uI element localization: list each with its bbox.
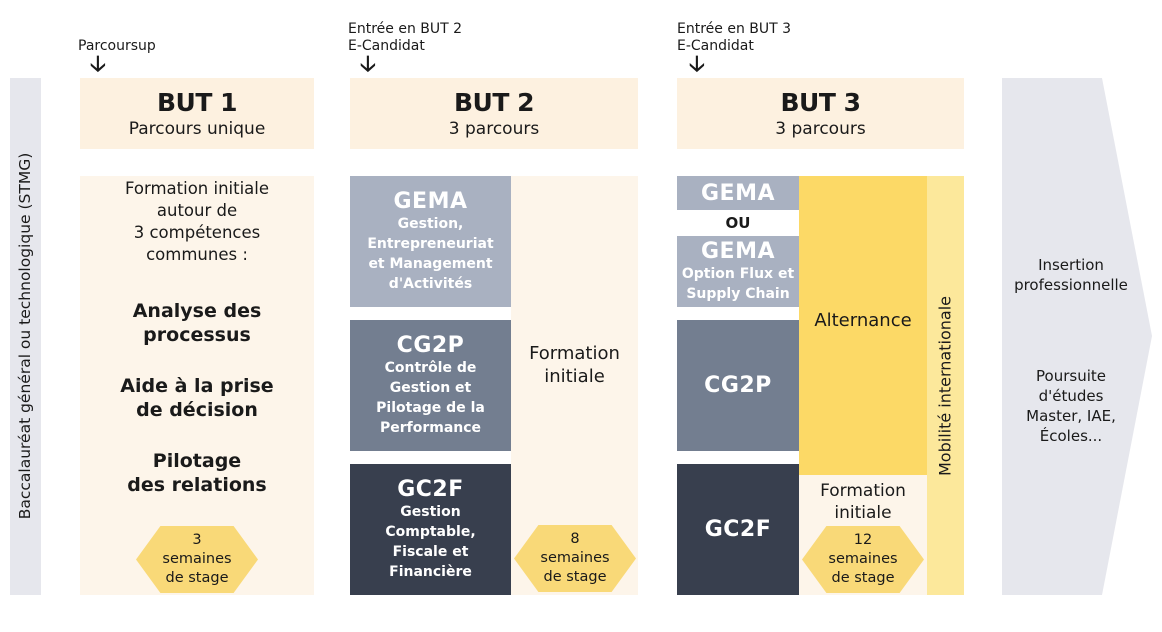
track-title: GEMA — [393, 189, 468, 214]
entry-but3: Entrée en BUT 3 E-Candidat 🡣 — [677, 21, 792, 77]
but1-header: BUT 1 Parcours unique — [80, 78, 314, 149]
down-arrow-icon: 🡣 — [689, 52, 705, 77]
but3-header: BUT 3 3 parcours — [677, 78, 964, 149]
outcome-line: Master, IAE, — [1026, 407, 1116, 425]
down-arrow-icon: 🡣 — [90, 52, 106, 77]
track-desc: Gestion et — [389, 380, 472, 396]
but2-subtitle: 3 parcours — [448, 119, 540, 139]
outcome-arrow-shape — [1002, 78, 1152, 595]
skill-line: Aide à la prise — [120, 375, 274, 397]
outcome-line: Écoles... — [1039, 427, 1103, 445]
formation-line: initiale — [544, 366, 605, 387]
but1-title: BUT 1 — [156, 88, 238, 117]
track-desc: Financière — [389, 564, 472, 580]
stage-line: de stage — [831, 570, 895, 586]
but2-formation-label: Formation initiale — [511, 342, 638, 388]
but2-header: BUT 2 3 parcours — [350, 78, 638, 149]
skill-line: des relations — [127, 474, 267, 496]
but3-alternance: Alternance — [799, 176, 927, 475]
but1-intro-line: 3 compétences — [133, 223, 261, 242]
but2-track-gema: GEMA Gestion, Entrepreneuriat et Managem… — [350, 176, 511, 307]
but1-intro-line: autour de — [156, 201, 238, 220]
but3-gema: GEMA — [677, 176, 799, 210]
stage-line: semaines — [162, 551, 232, 567]
mobilite-column: Mobilité internationale — [927, 176, 964, 595]
stage-line: 8 — [570, 531, 580, 547]
alternance-label: Alternance — [814, 310, 912, 331]
but1-intro-line: communes : — [146, 245, 248, 264]
track-desc: et Management — [368, 256, 493, 272]
but1-intro: Formation initiale autour de 3 compétenc… — [80, 178, 314, 266]
entry-but2: Entrée en BUT 2 E-Candidat 🡣 — [348, 21, 463, 77]
track-title: GC2F — [397, 477, 464, 502]
but3-cg2p: CG2P — [677, 320, 799, 451]
stage-line: de stage — [165, 570, 229, 586]
track-desc: Supply Chain — [686, 286, 790, 302]
outcome-poursuite: Poursuite d'études Master, IAE, Écoles..… — [1002, 366, 1140, 446]
track-desc: Fiscale et — [392, 544, 469, 560]
track-desc: Gestion — [400, 504, 461, 520]
skill-line: processus — [143, 324, 251, 346]
but2-title: BUT 2 — [453, 88, 535, 117]
stage-line: semaines — [828, 551, 898, 567]
but3-gema-supply: GEMA Option Flux et Supply Chain — [677, 236, 799, 307]
track-desc: Comptable, — [385, 524, 476, 540]
track-desc: d'Activités — [388, 276, 473, 292]
stage-badge-but1: 3 semaines de stage — [136, 526, 258, 593]
track-desc: Gestion, — [397, 216, 464, 232]
but3-formation-label: Formation initiale — [799, 480, 927, 524]
skill-line: Pilotage — [152, 450, 242, 472]
track-title: CG2P — [704, 373, 772, 398]
outcome-insertion: Insertion professionnelle — [1002, 255, 1140, 295]
track-desc: Performance — [379, 420, 482, 436]
down-arrow-icon: 🡣 — [360, 52, 376, 77]
formation-line: Formation — [529, 343, 620, 364]
track-desc: Option Flux et — [681, 266, 795, 282]
but2-track-cg2p: CG2P Contrôle de Gestion et Pilotage de … — [350, 320, 511, 451]
but1-body: Formation initiale autour de 3 compétenc… — [80, 176, 314, 595]
entry-but3-line-1: Entrée en BUT 3 — [677, 21, 792, 37]
but3-subtitle: 3 parcours — [775, 119, 866, 139]
track-desc: Pilotage de la — [376, 400, 485, 416]
track-title: GEMA — [700, 180, 775, 206]
stage-line: de stage — [543, 569, 607, 585]
skill-line: Analyse des — [132, 300, 262, 322]
bac-side-bar: Baccalauréat général ou technologique (S… — [10, 78, 41, 595]
outcome-line: d'études — [1038, 387, 1104, 405]
track-title: CG2P — [396, 333, 465, 358]
entry-but1: Parcoursup 🡣 — [78, 38, 156, 77]
but1-intro-line: Formation initiale — [124, 179, 270, 198]
stage-line: semaines — [540, 550, 610, 566]
entry-but2-line-1: Entrée en BUT 2 — [348, 21, 463, 37]
skill-analyse: Analyse des processus — [80, 299, 314, 347]
but1-subtitle: Parcours unique — [128, 119, 266, 139]
entry-but2-line-2: E-Candidat — [348, 38, 425, 54]
skill-line: de décision — [136, 399, 258, 421]
entry-but3-line-2: E-Candidat — [677, 38, 754, 54]
stage-badge-but2: 8 semaines de stage — [514, 525, 636, 592]
mobilite-label: Mobilité internationale — [935, 296, 955, 476]
stage-line: 3 — [192, 532, 202, 548]
track-title: GC2F — [704, 517, 772, 542]
but3-ou: OU — [725, 214, 751, 232]
but2-track-gc2f: GC2F Gestion Comptable, Fiscale et Finan… — [350, 464, 511, 595]
skill-decision: Aide à la prise de décision — [80, 374, 314, 422]
track-desc: Contrôle de — [384, 360, 477, 376]
track-title: GEMA — [700, 239, 775, 264]
stage-badge-but3: 12 semaines de stage — [802, 526, 924, 593]
outcome-line: professionnelle — [1014, 276, 1128, 294]
formation-line: initiale — [834, 503, 892, 523]
outcome-line: Insertion — [1038, 256, 1104, 274]
but3-gc2f: GC2F — [677, 464, 799, 595]
entry-but1-line: Parcoursup — [78, 38, 156, 54]
bac-label: Baccalauréat général ou technologique (S… — [16, 152, 34, 520]
but3-title: BUT 3 — [780, 88, 861, 117]
outcome-line: Poursuite — [1036, 367, 1106, 385]
stage-line: 12 — [853, 532, 873, 548]
formation-line: Formation — [820, 481, 906, 501]
track-desc: Entrepreneuriat — [367, 236, 494, 252]
skill-pilotage: Pilotage des relations — [80, 449, 314, 497]
